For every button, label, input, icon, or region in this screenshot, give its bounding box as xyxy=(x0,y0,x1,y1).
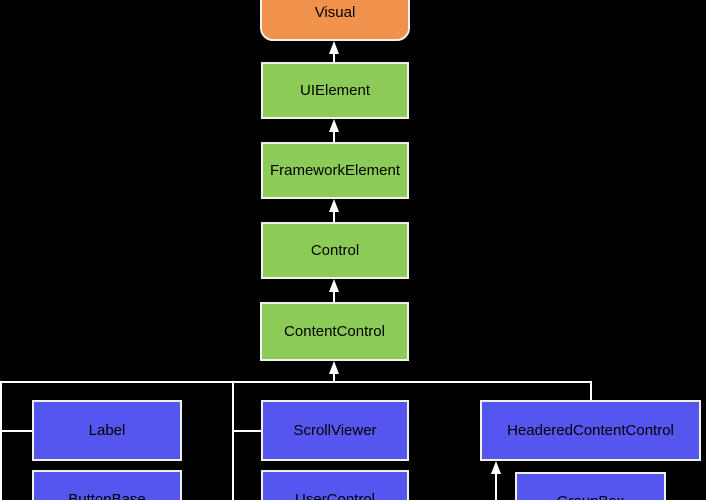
arrowhead-icon xyxy=(329,279,339,292)
node-buttonbase: ButtonBase xyxy=(32,470,182,500)
arrow-frameworkelement-to-uielement xyxy=(328,119,340,142)
node-contentcontrol: ContentControl xyxy=(260,302,409,361)
arrow-control-to-frameworkelement xyxy=(328,199,340,222)
node-usercontrol: UserControl xyxy=(261,470,409,500)
arrowhead-icon xyxy=(329,41,339,54)
node-visual: Visual xyxy=(260,0,410,41)
branch-line-horizontal xyxy=(0,381,592,383)
arrow-shaft xyxy=(333,374,335,382)
arrow-shaft xyxy=(333,292,335,302)
node-headeredcontentcontrol: HeaderedContentControl xyxy=(480,400,701,461)
arrow-shaft xyxy=(333,212,335,222)
arrowhead-icon xyxy=(329,119,339,132)
arrow-shaft xyxy=(333,54,335,62)
node-frameworkelement: FrameworkElement xyxy=(261,142,409,199)
arrowhead-icon xyxy=(491,461,501,474)
arrowhead-icon xyxy=(329,199,339,212)
node-label: Label xyxy=(32,400,182,461)
node-uielement: UIElement xyxy=(261,62,409,119)
node-control: Control xyxy=(261,222,409,279)
arrow-branch-to-contentcontrol xyxy=(328,361,340,382)
arrowhead-icon xyxy=(329,361,339,374)
node-scrollviewer: ScrollViewer xyxy=(261,400,409,461)
arrow-contentcontrol-to-control xyxy=(328,279,340,302)
arrow-shaft xyxy=(333,132,335,142)
connector-stub-scrollviewer xyxy=(232,430,263,432)
arrow-uielement-to-visual xyxy=(328,41,340,62)
arrow-to-headeredcontentcontrol xyxy=(490,461,502,500)
branch-line-vertical-right xyxy=(590,381,592,402)
connector-stub-label xyxy=(0,430,34,432)
node-groupbox: GroupBox xyxy=(515,472,666,500)
arrow-shaft xyxy=(495,474,497,500)
branch-line-vertical-middle xyxy=(232,381,234,500)
branch-line-vertical-left xyxy=(0,381,2,500)
